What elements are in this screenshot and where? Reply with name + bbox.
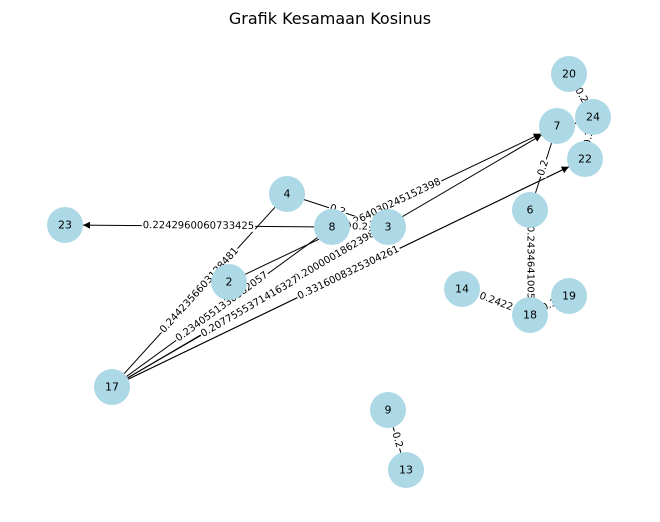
node-label: 7: [554, 120, 561, 133]
node-8: 8: [314, 209, 350, 245]
node-label: 23: [58, 219, 72, 232]
edge-label-group: 0.2242960060733425: [141, 220, 256, 232]
node-label: 24: [586, 111, 600, 124]
node-4: 4: [269, 176, 305, 212]
edge-label: 0.2: [352, 222, 368, 233]
node-7: 7: [539, 108, 575, 144]
node-label: 17: [105, 381, 119, 394]
node-label: 8: [329, 221, 336, 234]
node-label: 2: [226, 276, 233, 289]
edge-label-background: [342, 176, 444, 232]
edge-label-group: 0.2: [351, 221, 369, 233]
node-circle: [211, 264, 247, 300]
edge-label-group: 0.2434641005: [524, 224, 536, 301]
node-circle: [567, 141, 603, 177]
edge-label-background: [351, 221, 369, 233]
edge-label-background: [198, 273, 302, 341]
node-label: 18: [523, 309, 537, 322]
node-label: 20: [562, 68, 576, 81]
node-14: 14: [444, 271, 480, 307]
nodes-layer: 20 24 7 22 6 4 8 3 23 2 14 19 18 17 9 13: [47, 56, 611, 488]
node-circle: [94, 369, 130, 405]
edge-label: 0.2422: [478, 291, 515, 314]
edge-label-background: [291, 227, 378, 286]
node-circle: [370, 392, 406, 428]
node-circle: [539, 108, 575, 144]
edge-label: 0.2434641005: [525, 226, 536, 299]
node-20: 20: [551, 56, 587, 92]
node-2: 2: [211, 264, 247, 300]
edge-label-background: [389, 429, 405, 451]
node-label: 22: [578, 153, 592, 166]
edge-label-group: 0.2422: [476, 290, 516, 314]
edge-label-background: [295, 243, 402, 303]
edge-label-background: [141, 220, 256, 232]
node-circle: [314, 209, 350, 245]
node-9: 9: [370, 392, 406, 428]
edge-label-background: [476, 290, 516, 314]
node-13: 13: [388, 452, 424, 488]
node-19: 19: [551, 278, 587, 314]
node-circle: [512, 297, 548, 333]
edge-label-background: [535, 157, 552, 179]
edge-label-background: [172, 269, 272, 345]
edge-label-group: 0.2: [389, 429, 405, 451]
node-label: 14: [455, 283, 469, 296]
node-circle: [47, 207, 83, 243]
node-6: 6: [512, 192, 548, 228]
node-circle: [370, 209, 406, 245]
node-label: 13: [399, 464, 413, 477]
node-circle: [512, 192, 548, 228]
edge-label: 0.2: [389, 431, 404, 449]
node-23: 23: [47, 207, 83, 243]
node-label: 3: [385, 221, 392, 234]
node-label: 6: [527, 204, 534, 217]
edges-layer: [82, 89, 591, 453]
node-label: 4: [284, 188, 291, 201]
node-circle: [575, 99, 611, 135]
node-circle: [269, 176, 305, 212]
node-circle: [388, 452, 424, 488]
node-3: 3: [370, 209, 406, 245]
graph-title: Grafik Kesamaan Kosinus: [229, 9, 431, 28]
node-24: 24: [575, 99, 611, 135]
node-18: 18: [512, 297, 548, 333]
node-22: 22: [567, 141, 603, 177]
node-label: 19: [562, 290, 576, 303]
node-label: 9: [385, 404, 392, 417]
node-circle: [551, 56, 587, 92]
node-17: 17: [94, 369, 130, 405]
node-circle: [444, 271, 480, 307]
node-circle: [551, 278, 587, 314]
edge-label: 0.2242960060733425: [143, 220, 254, 232]
edge-label-background: [524, 224, 536, 301]
edge-label: 0.2: [536, 159, 551, 178]
edge-label-group: 0.2: [535, 157, 552, 179]
